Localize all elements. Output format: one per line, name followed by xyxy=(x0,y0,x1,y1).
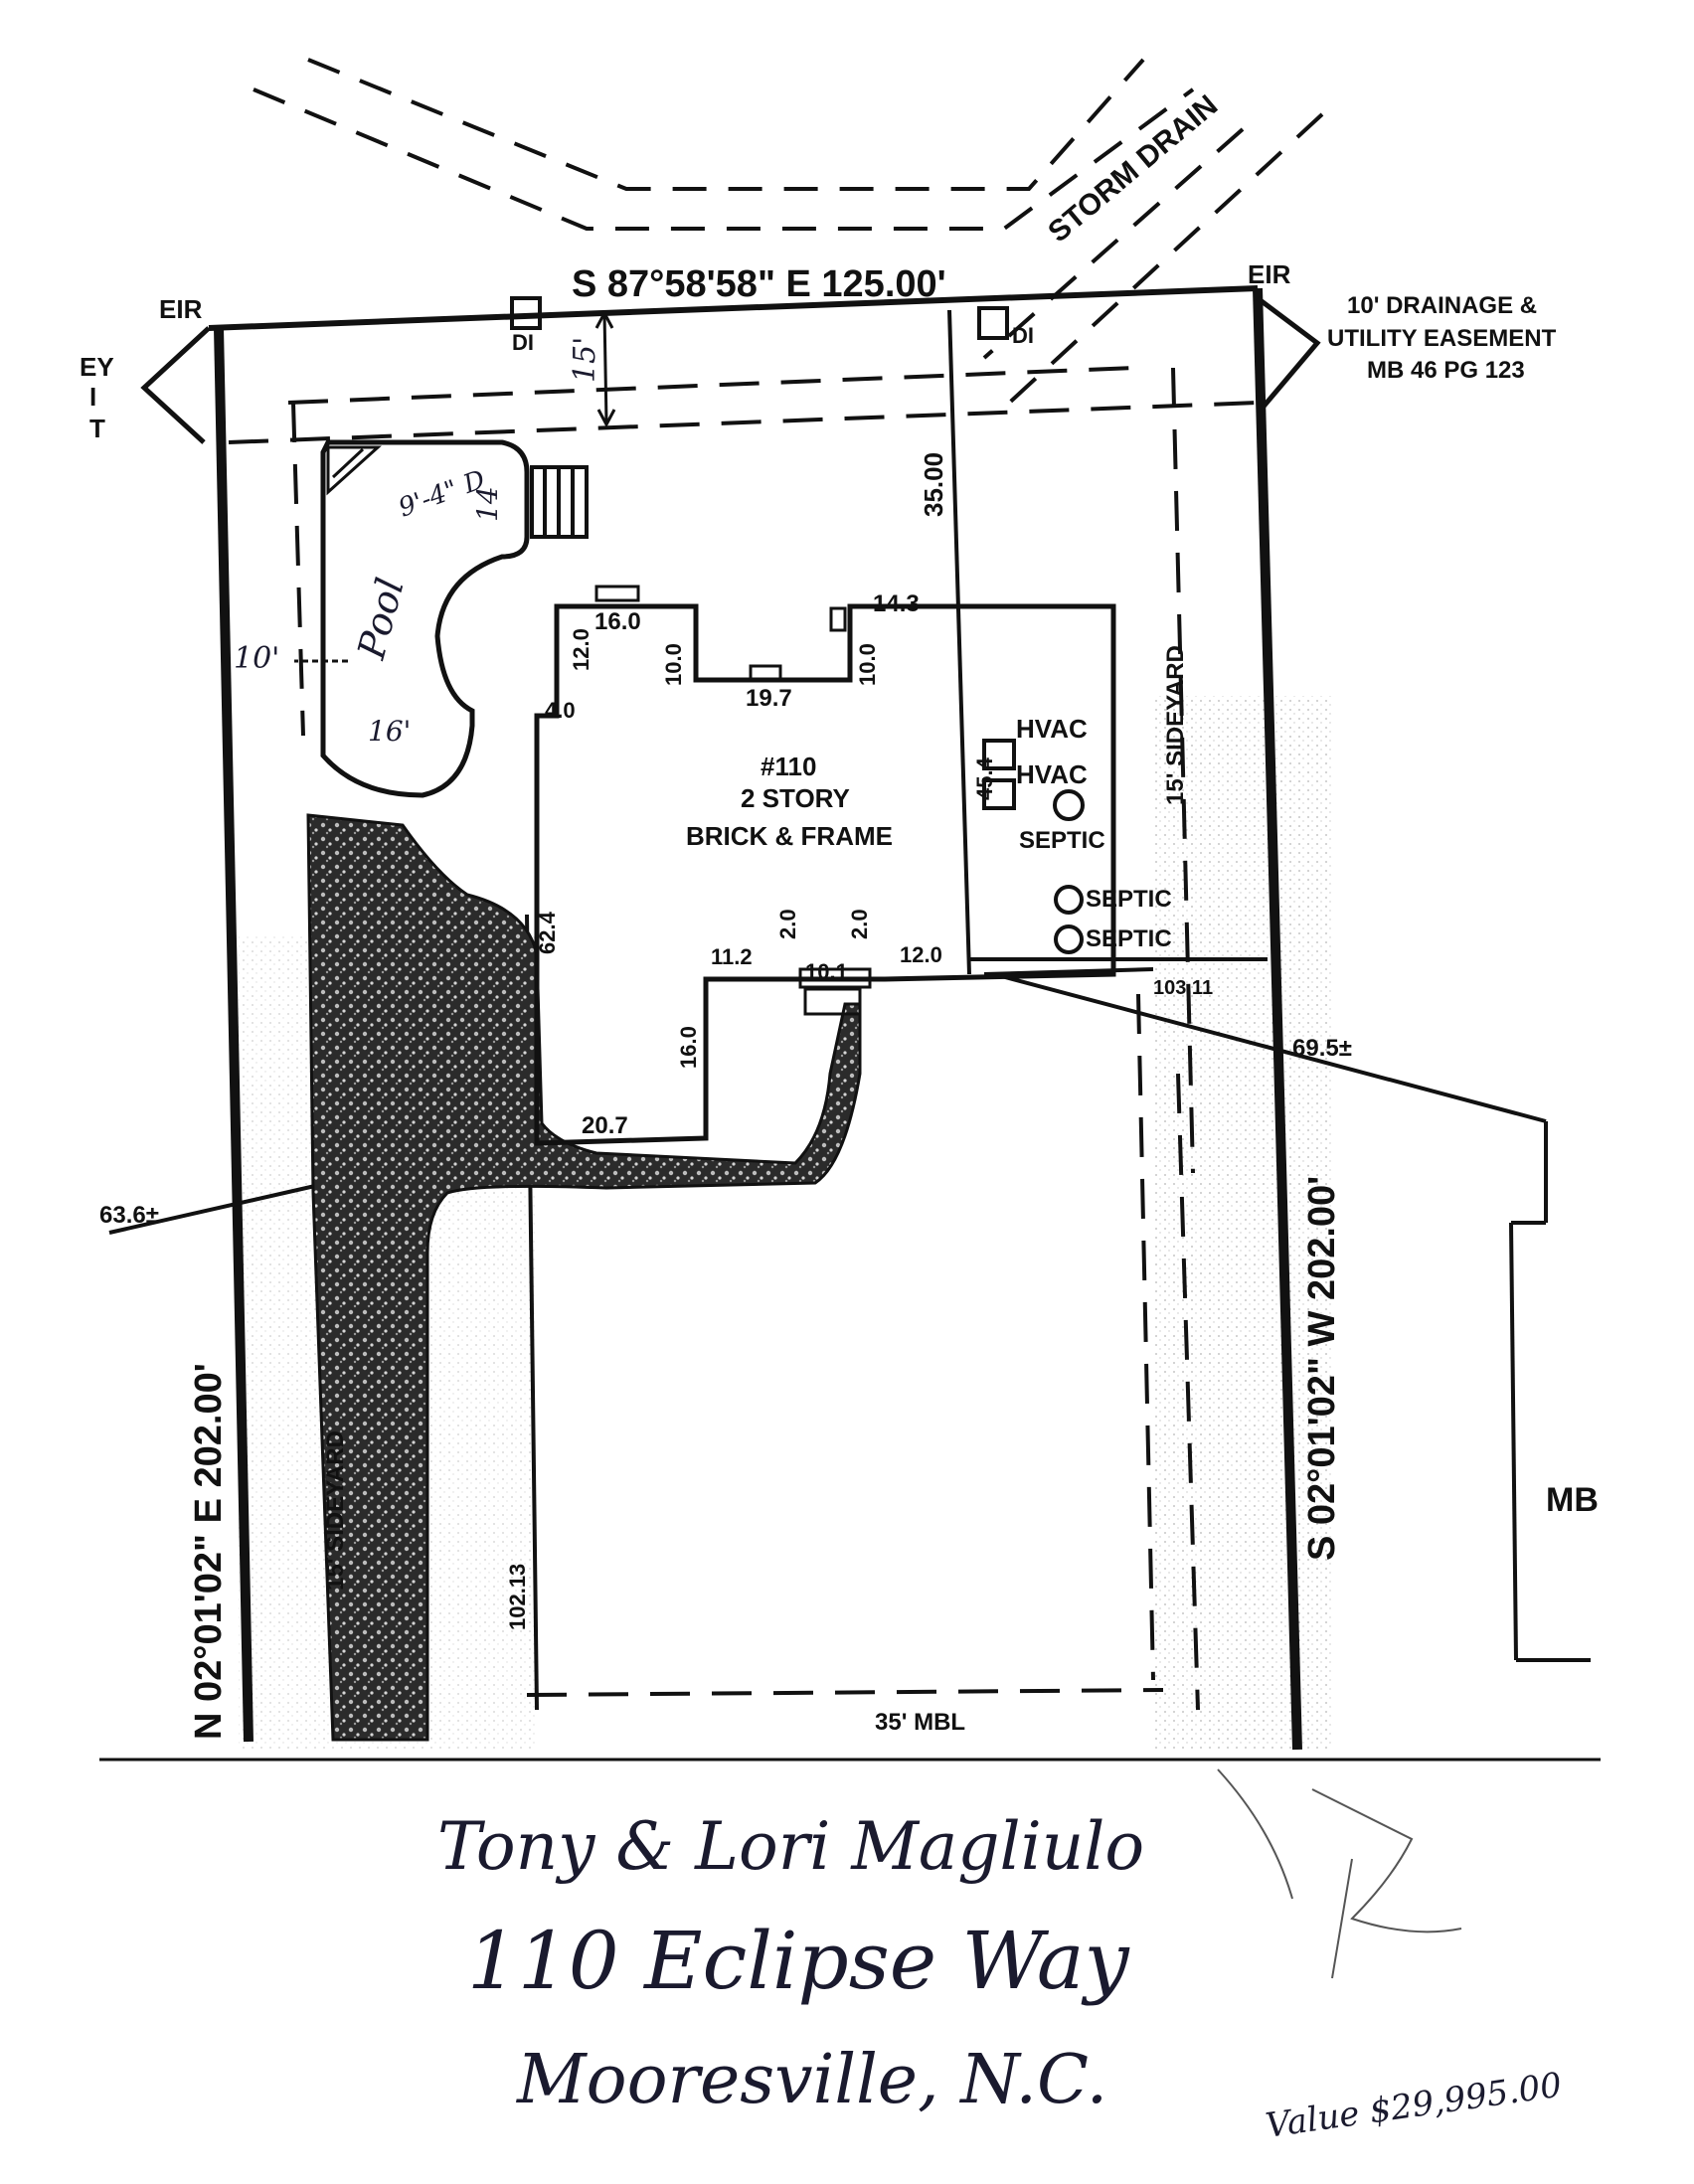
property-boundary xyxy=(208,285,1302,1751)
neighbor-label: MB xyxy=(1546,1481,1599,1519)
hvac-label-2: HVAC xyxy=(1016,759,1088,789)
house-dim-2a: 2.0 xyxy=(775,909,800,939)
easement-arrow-icon xyxy=(1256,296,1321,410)
property-street: 110 Eclipse Way xyxy=(467,1915,1131,2007)
house-dim-10a: 10.0 xyxy=(661,643,686,686)
house-footprint xyxy=(534,603,1116,1146)
house-dim-160: 16.0 xyxy=(676,1026,701,1069)
setback-lines xyxy=(228,366,1259,1711)
house-dim-207: 20.7 xyxy=(582,1112,628,1139)
septic-label-3: SEPTIC xyxy=(1086,925,1172,952)
house-dim-624: 62.4 xyxy=(535,911,560,954)
pool-14-dim: 14 xyxy=(471,486,504,522)
house-dim-16: 16.0 xyxy=(594,608,641,635)
house-dim-4: 4.0 xyxy=(545,698,576,723)
diag-left-dim: 63.6± xyxy=(99,1202,159,1229)
pool-width-dim: 16' xyxy=(368,715,411,748)
house-dim-12: 12.0 xyxy=(569,628,593,671)
drop-inlet-label: DI xyxy=(512,330,534,355)
corner-marker-ne: EIR xyxy=(1248,259,1291,289)
house-dim-120: 12.0 xyxy=(900,942,942,967)
easement-line-3: MB 46 PG 123 xyxy=(1367,357,1525,384)
house-dim-454: 45.4 xyxy=(972,756,997,800)
house-number: #110 xyxy=(761,752,816,781)
hvac-label: HVAC xyxy=(1016,714,1088,744)
storm-drain-band xyxy=(253,58,1324,410)
pool-steps xyxy=(530,465,589,539)
house-dim-10b: 10.0 xyxy=(855,643,880,686)
east-front-dim: 35.00 xyxy=(919,452,948,517)
rear-right-dim: 103.11 xyxy=(1153,977,1213,999)
septic-label-2: SEPTIC xyxy=(1086,886,1172,913)
equipment xyxy=(982,739,1085,954)
house-dim-2b: 2.0 xyxy=(847,909,872,939)
house-stories: 2 STORY xyxy=(741,783,850,813)
rear-left-dim: 102.13 xyxy=(505,1564,530,1630)
house-material: BRICK & FRAME xyxy=(686,821,893,851)
house-dim-101: 10.1 xyxy=(805,959,848,984)
interior-lines xyxy=(525,309,1268,1711)
house-bumpouts xyxy=(594,585,872,1016)
house-dim-197: 19.7 xyxy=(746,685,792,712)
left-partial-label-1: EY xyxy=(80,352,114,382)
pool-hatch-line xyxy=(331,447,365,479)
pen-scribble xyxy=(1217,1768,1462,1979)
property-city: Mooresville, N.C. xyxy=(515,2041,1107,2119)
drop-inlet-icon-2 xyxy=(977,306,1009,340)
drop-inlet-label-2: DI xyxy=(1012,323,1034,348)
corner-marker-nw: EIR xyxy=(159,294,203,324)
front-setback-dim: 15' xyxy=(568,337,602,383)
left-partial-label-3: T xyxy=(89,414,105,443)
pool xyxy=(320,439,530,798)
owner-name: Tony & Lori Magliulo xyxy=(437,1808,1144,1885)
house-dim-143: 14.3 xyxy=(873,590,920,617)
left-partial-label-2: I xyxy=(89,382,96,412)
septic-label: SEPTIC xyxy=(1019,827,1105,854)
pool-side-dim: 10' xyxy=(234,641,279,676)
setback-arrow-icon xyxy=(294,309,616,663)
neighbor-lot xyxy=(108,972,1591,1662)
east-bearing: S 02°01'02" W 202.00' xyxy=(1301,1176,1343,1561)
easement-line-1: 10' DRAINAGE & xyxy=(1347,292,1537,319)
drop-inlet-icon xyxy=(510,296,542,330)
house-dim-112: 11.2 xyxy=(711,944,753,969)
rear-setback-label: 35' MBL xyxy=(875,1709,965,1736)
driveway xyxy=(306,813,862,1742)
easement-line-2: UTILITY EASEMENT xyxy=(1327,325,1557,352)
value-note: Value $29,995.00 xyxy=(1264,2066,1565,2146)
diag-right-dim: 69.5± xyxy=(1292,1035,1352,1062)
north-bearing: S 87°58'58" E 125.00' xyxy=(572,263,946,305)
pool-hatch xyxy=(326,445,382,496)
easement-arrow-icon-left xyxy=(140,326,211,444)
driveway-label: 15' SIDEYARD xyxy=(322,1430,349,1591)
sideyard-label: 15' SIDEYARD xyxy=(1162,645,1189,805)
west-bearing: N 02°01'02" E 202.00' xyxy=(188,1363,230,1740)
